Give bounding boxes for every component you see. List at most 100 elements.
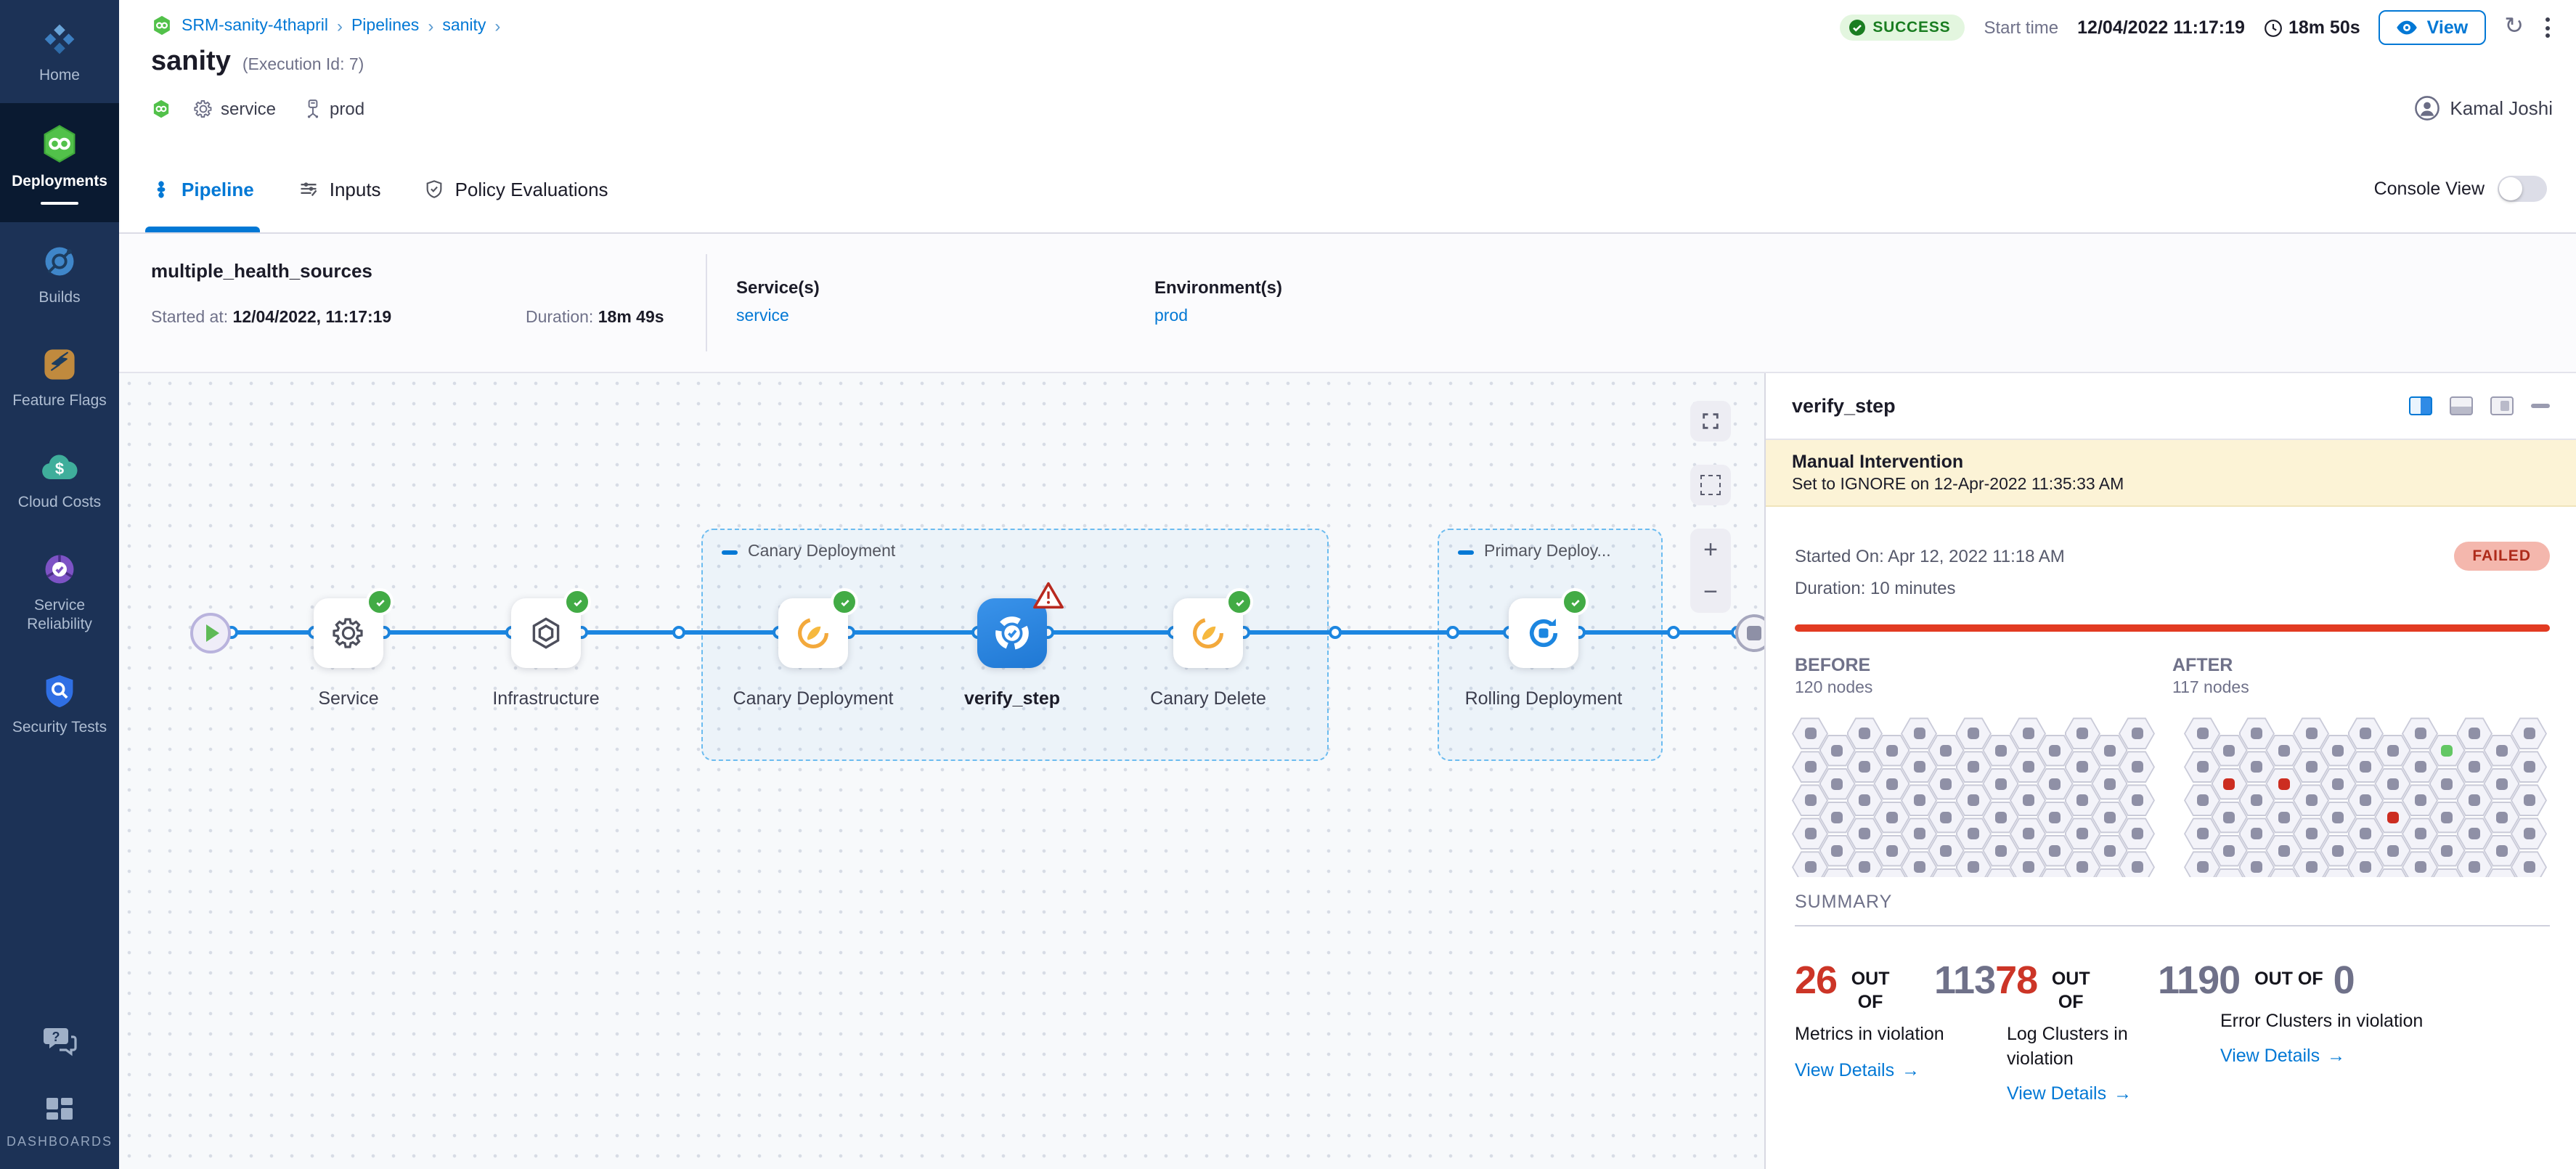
hex-node-dot xyxy=(2224,778,2235,789)
hex-node-dot xyxy=(2305,794,2317,806)
hex-node-dot xyxy=(2196,861,2208,873)
view-button[interactable]: View xyxy=(2379,10,2486,45)
after-column: AFTER 117 nodes xyxy=(2172,655,2550,697)
sidebar-item-cloud-costs[interactable]: $ Cloud Costs xyxy=(0,429,119,529)
collapse-group-icon[interactable] xyxy=(722,550,738,554)
hex-node-dot xyxy=(1913,828,1925,839)
refresh-icon[interactable]: ↻ xyxy=(2504,16,2524,39)
node-canary-delete[interactable] xyxy=(1173,598,1243,668)
sidebar-item-label: Cloud Costs xyxy=(18,493,101,512)
environment-link[interactable]: prod xyxy=(1154,308,1282,325)
breadcrumb-pipelines[interactable]: Pipelines xyxy=(351,17,419,34)
marquee-select-button[interactable] xyxy=(1690,465,1731,505)
kebab-menu-icon[interactable] xyxy=(2543,15,2553,41)
metric-total: 113 xyxy=(1934,961,1995,1001)
hex-node-dot xyxy=(1913,794,1925,806)
layout-split-horizontal-icon[interactable] xyxy=(2450,396,2473,415)
infrastructure-icon xyxy=(529,616,563,651)
builds-icon xyxy=(41,243,78,281)
sidebar-item-label: Security Tests xyxy=(12,719,107,738)
fullscreen-button[interactable] xyxy=(1690,401,1731,441)
minimize-panel-icon[interactable] xyxy=(2531,404,2550,408)
pipeline-canvas[interactable]: Canary Deployment Primary Deploy... xyxy=(119,373,1764,1169)
breadcrumb-pipeline-name[interactable]: sanity xyxy=(442,17,486,34)
sidebar-item-label: Home xyxy=(39,67,80,86)
hex-node-dot xyxy=(1804,828,1816,839)
check-circle-icon xyxy=(1848,19,1865,36)
panel-layout-icons xyxy=(2409,396,2550,415)
pipeline-start-node[interactable] xyxy=(190,613,231,653)
hex-node-dot xyxy=(2523,761,2535,773)
fullscreen-icon xyxy=(1700,411,1721,431)
after-hex-grid xyxy=(2184,717,2556,877)
help-chat-icon[interactable]: ? xyxy=(42,1025,77,1057)
service-link[interactable]: service xyxy=(736,308,820,325)
tab-inputs[interactable]: Inputs xyxy=(298,145,381,232)
node-canary-deployment[interactable] xyxy=(778,598,848,668)
manual-intervention-banner: Manual Intervention Set to IGNORE on 12-… xyxy=(1766,440,2576,507)
service-meta[interactable]: service xyxy=(193,99,276,119)
metric-total: 1190 xyxy=(2158,961,2240,1001)
hex-node-dot xyxy=(2469,761,2480,773)
view-details-link[interactable]: View Details→ xyxy=(2220,1046,2474,1067)
hex-node-dot xyxy=(1804,794,1816,806)
hex-node-dot xyxy=(2278,811,2290,823)
success-check-icon xyxy=(366,588,394,616)
environment-meta[interactable]: prod xyxy=(303,99,364,119)
metric-label: Log Clusters in violation xyxy=(2007,1023,2188,1070)
sidebar-item-builds[interactable]: Builds xyxy=(0,223,119,326)
zoom-in-button[interactable]: + xyxy=(1690,529,1731,571)
hex-node-dot xyxy=(2414,728,2426,739)
summary-metrics: 26 OUT OF Metrics in violation View Deta… xyxy=(1795,961,2550,1169)
stage-services: Service(s) service xyxy=(736,277,820,325)
hex-node-dot xyxy=(2333,744,2344,756)
before-node-count: 120 nodes xyxy=(1795,680,2172,697)
stage-duration: Duration: 18m 49s xyxy=(526,309,664,327)
svg-text:$: $ xyxy=(55,459,64,477)
view-details-link[interactable]: View Details→ xyxy=(1795,1059,2020,1080)
hex-node-dot xyxy=(2360,828,2371,839)
hex-node-dot xyxy=(2387,744,2399,756)
tab-bar: Pipeline Inputs Policy Evaluations Conso… xyxy=(119,145,2576,234)
node-verify-step[interactable] xyxy=(977,598,1047,668)
sidebar-item-deployments[interactable]: Deployments xyxy=(0,103,119,222)
collapse-group-icon[interactable] xyxy=(1458,550,1474,554)
clock-icon xyxy=(2264,18,2283,37)
sidebar-item-feature-flags[interactable]: Feature Flags xyxy=(0,326,119,429)
node-label: verify_step xyxy=(918,685,1106,712)
sidebar-item-home[interactable]: Home xyxy=(0,0,119,103)
hex-node-dot xyxy=(2496,744,2508,756)
node-service[interactable] xyxy=(314,598,383,668)
zoom-out-button[interactable]: − xyxy=(1690,571,1731,613)
gear-icon xyxy=(331,616,366,651)
layout-floating-icon[interactable] xyxy=(2490,396,2514,415)
breadcrumb-separator: › xyxy=(428,15,433,36)
hex-node-dot xyxy=(2442,811,2453,823)
node-infrastructure[interactable] xyxy=(511,598,581,668)
hex-node-dot xyxy=(1995,811,2007,823)
pipeline-end-node[interactable] xyxy=(1735,614,1764,652)
view-details-link[interactable]: View Details→ xyxy=(2007,1083,2188,1104)
tab-pipeline[interactable]: Pipeline xyxy=(151,145,254,232)
group-label: Canary Deployment xyxy=(722,543,895,561)
console-view-toggle[interactable] xyxy=(2498,176,2547,202)
elapsed-time: 18m 50s xyxy=(2264,17,2360,38)
tab-policy-evaluations[interactable]: Policy Evaluations xyxy=(425,145,608,232)
hex-node-dot xyxy=(2131,761,2143,773)
layout-split-vertical-icon[interactable] xyxy=(2409,396,2432,415)
play-icon xyxy=(206,624,219,642)
sidebar-spacer xyxy=(0,755,119,1025)
hex-node-dot xyxy=(2305,761,2317,773)
breadcrumb-project[interactable]: SRM-sanity-4thapril xyxy=(182,17,328,34)
before-after-row: BEFORE 120 nodes AFTER 117 nodes xyxy=(1795,655,2550,697)
sidebar-item-service-reliability[interactable]: Service Reliability xyxy=(0,529,119,652)
hex-node-dot xyxy=(2360,861,2371,873)
before-label: BEFORE xyxy=(1795,655,2172,675)
sidebar-item-security-tests[interactable]: Security Tests xyxy=(0,652,119,755)
node-rolling-deployment[interactable] xyxy=(1509,598,1578,668)
sidebar-item-dashboards[interactable]: DASHBOARDS xyxy=(7,1095,113,1149)
hex-node-dot xyxy=(2414,794,2426,806)
node-label: Canary Delete xyxy=(1114,685,1303,712)
breadcrumb: SRM-sanity-4thapril › Pipelines › sanity… xyxy=(151,15,500,36)
hex-node-dot xyxy=(2251,828,2262,839)
